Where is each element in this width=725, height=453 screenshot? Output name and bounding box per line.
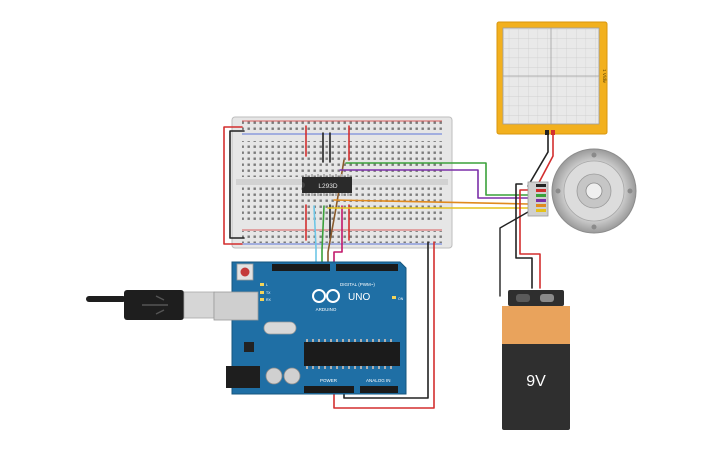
power-header[interactable] [304, 386, 354, 393]
analog-header[interactable] [360, 386, 398, 393]
wire-scope-black[interactable] [527, 134, 549, 187]
scope-terminal-pos[interactable] [551, 130, 555, 135]
usb-port[interactable] [213, 291, 259, 321]
arduino-uno[interactable]: UNO ARDUINO DIGITAL (PWM~) POWER ANALOG … [213, 261, 407, 395]
svg-text:L: L [266, 283, 268, 287]
wire-magenta[interactable] [333, 205, 343, 263]
scope-terminal-neg[interactable] [545, 130, 549, 135]
wire-green-motor[interactable] [345, 162, 529, 196]
wire-motor-battery-black[interactable] [515, 183, 533, 289]
svg-text:TX: TX [266, 291, 271, 295]
battery-terminal-neg[interactable] [516, 294, 530, 302]
arduino-logo-icon [312, 289, 340, 303]
atmega-chip [304, 342, 400, 366]
led-rx [260, 298, 264, 301]
digital-header-low[interactable] [336, 264, 398, 271]
wire-5v-long[interactable] [333, 241, 435, 409]
wire-orange-motor[interactable] [333, 199, 529, 205]
usb-symbol-icon [142, 295, 168, 315]
arduino-model: UNO [348, 292, 370, 303]
top-power-rail [242, 121, 442, 133]
svg-text:ON: ON [398, 297, 404, 301]
wires [223, 125, 554, 409]
svg-text:RX: RX [266, 298, 272, 302]
wire-motor-battery-red[interactable] [519, 189, 541, 289]
digital-header-high[interactable] [272, 264, 330, 271]
led-tx [260, 291, 264, 294]
dc-motor[interactable] [527, 148, 637, 234]
battery-terminal-pos[interactable] [540, 294, 554, 302]
wire-left-red[interactable] [223, 126, 243, 245]
wire-motor-black-2[interactable] [499, 211, 529, 297]
power-jack[interactable] [226, 366, 260, 388]
wire-green-short[interactable] [321, 205, 325, 263]
chip-label: L293D [318, 183, 337, 190]
digital-header-label: DIGITAL (PWM~) [340, 282, 375, 287]
wire-left-black[interactable] [229, 130, 245, 239]
l293d-chip[interactable]: L293D [302, 174, 352, 196]
led-on [392, 296, 396, 299]
scope-scale-label: 1 V/div [602, 69, 607, 84]
usb-cable[interactable] [86, 290, 215, 320]
wire-scope-red[interactable] [534, 134, 554, 191]
analog-header-label: ANALOG IN [366, 378, 391, 383]
motor-shaft [585, 182, 603, 200]
battery-9v[interactable]: 9V [502, 290, 570, 430]
led-l [260, 283, 264, 286]
capacitor-1 [265, 367, 283, 385]
wire-lightblue[interactable] [313, 205, 317, 263]
motor-terminals [536, 184, 546, 212]
capacitor-2 [283, 367, 301, 385]
wire-purple-motor[interactable] [339, 169, 529, 199]
battery-label: 9V [526, 373, 546, 390]
power-header-label: POWER [320, 378, 338, 383]
crystal [263, 321, 297, 335]
oscilloscope[interactable]: 1 V/div [496, 21, 608, 135]
arduino-brand: ARDUINO [316, 307, 337, 312]
